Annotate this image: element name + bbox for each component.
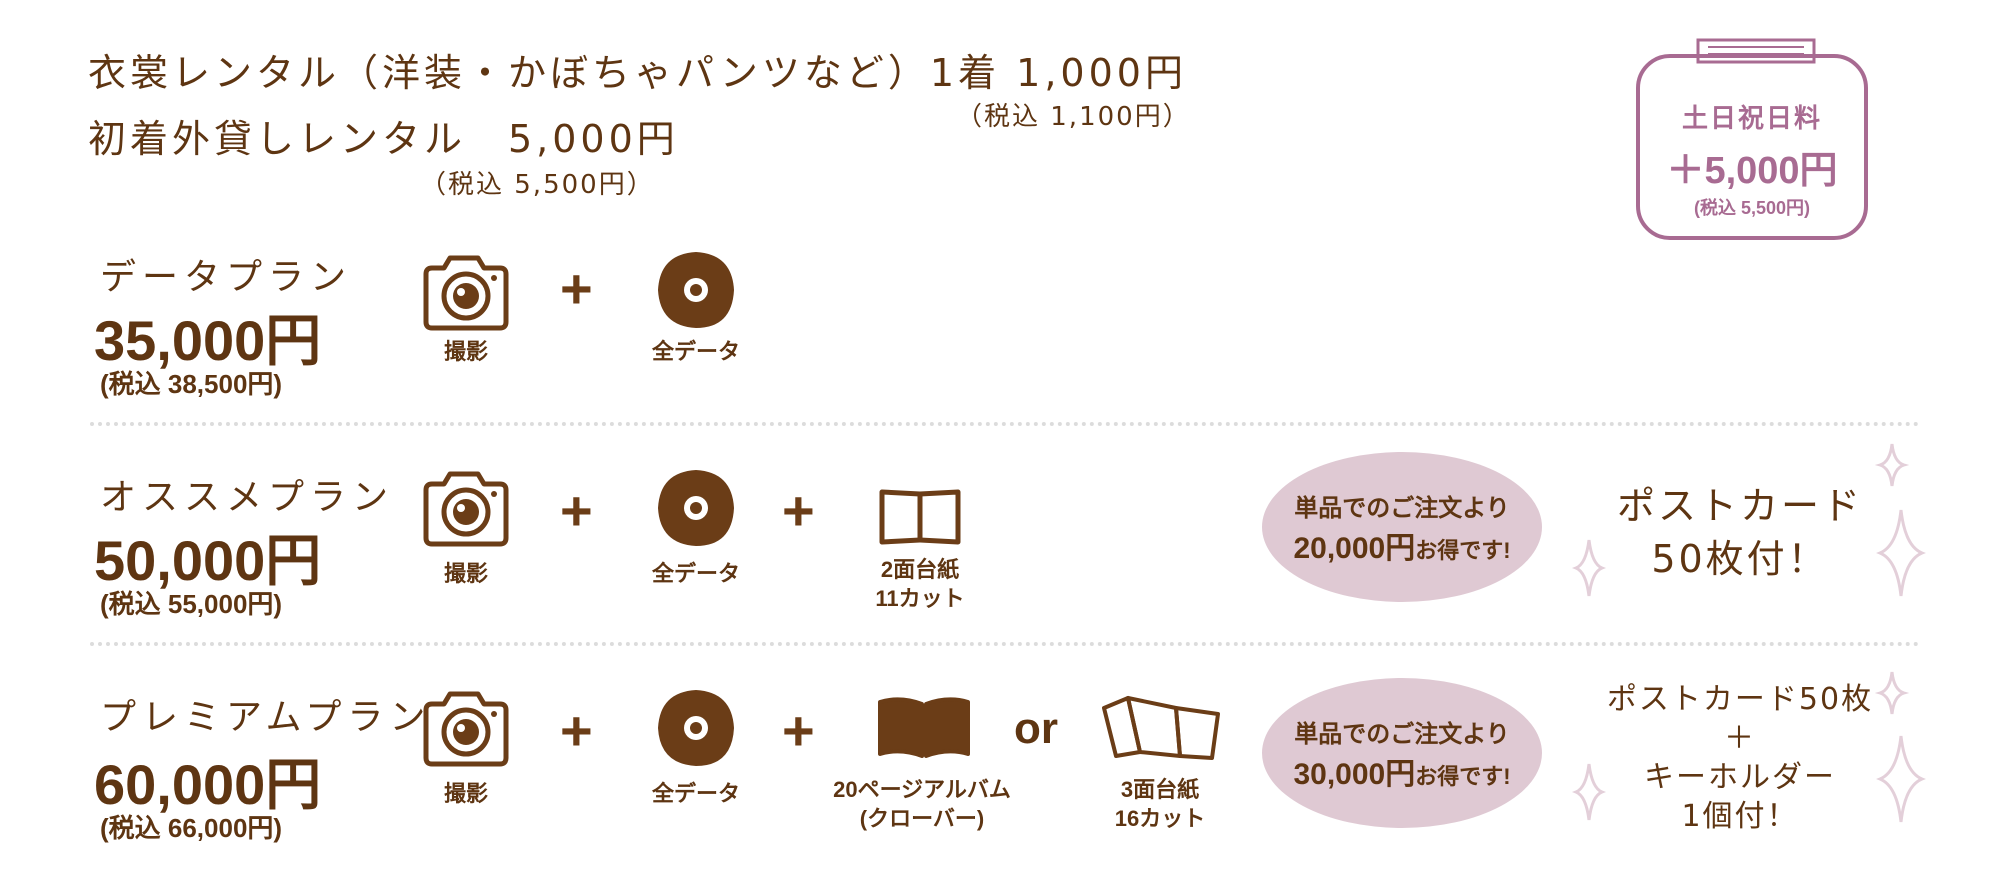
sparkle-icon (1571, 763, 1607, 821)
bonus-line-2: ＋ (1724, 721, 1756, 756)
disc-icon (658, 470, 734, 546)
sparkle-icon (1571, 539, 1607, 597)
sparkle-icon (1876, 509, 1926, 597)
or-text: or (1014, 704, 1058, 753)
item-label-data: 全データ (651, 339, 740, 364)
rental-line: 衣裳レンタル（洋装・かぼちゃパンツなど）1着 1,000円 (88, 51, 1187, 95)
plus-sign: + (560, 257, 593, 320)
first-outfit-tax: （税込 5,500円） (420, 170, 655, 200)
rental-tax: （税込 1,100円） (956, 102, 1191, 132)
plan-name-premium: プレミアムプラン (100, 697, 432, 738)
mount-line-2: 16カット (1114, 805, 1206, 831)
bonus-line-1: ポストカード50枚 (1606, 682, 1874, 717)
disc-icon (658, 252, 734, 328)
weekend-fee-card: 土日祝日料 ＋5,000円 (税込 5,500円) (1636, 36, 1876, 240)
savings-line-1: 単品でのご注文より (1294, 494, 1510, 522)
savings-line-1: 単品でのご注文より (1294, 720, 1510, 748)
plan-name-data: データプラン (100, 257, 353, 298)
mount-line-1: 3面台紙 (1120, 777, 1200, 802)
camera-icon (420, 688, 512, 770)
divider (90, 642, 1920, 646)
plan-tax-data: (税込 38,500円) (100, 369, 283, 399)
album-icon (878, 697, 970, 758)
bonus-line-4: 1個付！ (1681, 799, 1799, 834)
mount-line-2: 11カット (875, 585, 965, 611)
item-label-shoot: 撮影 (443, 561, 488, 586)
bonus-line-3: キーホルダー (1644, 760, 1836, 795)
bonus-postcard: ポストカード 50枚付！ (1590, 480, 1890, 586)
album-line-2: (クローバー) (859, 805, 985, 831)
weekend-fee-tax: (税込 5,500円) (1693, 198, 1811, 218)
plus-sign: + (782, 699, 815, 762)
bonus-postcard-keyholder: ポストカード50枚 ＋ キーホルダー 1個付！ (1580, 680, 1900, 836)
item-label-shoot: 撮影 (443, 339, 488, 364)
sparkle-icon (1874, 671, 1910, 715)
item-label-mount: 3面台紙 16カット (1090, 776, 1230, 833)
item-label-data: 全データ (651, 781, 740, 806)
camera-icon (420, 468, 512, 550)
album-line-1: 20ページアルバム (833, 777, 1011, 802)
savings-suffix: お得です! (1415, 763, 1511, 789)
item-label-mount: 2面台紙 11カット (850, 556, 990, 613)
item-label-data: 全データ (651, 561, 740, 586)
plan-tax-premium: (税込 66,000円) (100, 813, 283, 843)
bonus-line-2: 50枚付！ (1651, 537, 1829, 582)
weekend-fee-frame: 土日祝日料 ＋5,000円 (税込 5,500円) (1636, 54, 1868, 240)
savings-amount-line: 20,000円お得です! (1293, 523, 1510, 567)
divider (90, 422, 1920, 426)
bonus-line-1: ポストカード (1616, 484, 1863, 528)
weekend-fee-title: 土日祝日料 (1681, 103, 1822, 133)
savings-amount: 30,000円 (1293, 757, 1416, 791)
disc-icon (658, 690, 734, 766)
plus-sign: + (560, 479, 593, 542)
plus-sign: + (782, 479, 815, 542)
weekend-fee-price: ＋5,000円 (1666, 150, 1838, 192)
first-outfit-line: 初着外貸しレンタル 5,000円 (88, 117, 679, 161)
savings-amount-line: 30,000円お得です! (1293, 749, 1510, 793)
plan-price-data: 35,000円 (94, 309, 322, 372)
sparkle-icon (1876, 735, 1926, 823)
savings-oval: 単品でのご注文より 20,000円お得です! (1262, 452, 1542, 602)
plus-sign: + (560, 699, 593, 762)
tri-mount-icon (1102, 696, 1220, 760)
savings-amount: 20,000円 (1293, 531, 1416, 565)
mount-line-1: 2面台紙 (880, 557, 960, 582)
plan-tax-recommended: (税込 55,000円) (100, 589, 283, 619)
savings-suffix: お得です! (1415, 537, 1511, 563)
plan-name-recommended: オススメプラン (100, 477, 395, 518)
item-label-album: 20ページアルバム (クローバー) (812, 776, 1032, 833)
sparkle-icon (1874, 443, 1910, 487)
mount-icon (879, 489, 961, 545)
item-label-shoot: 撮影 (443, 781, 488, 806)
savings-oval: 単品でのご注文より 30,000円お得です! (1262, 678, 1542, 828)
plan-price-recommended: 50,000円 (94, 529, 322, 592)
plan-price-premium: 60,000円 (94, 753, 322, 816)
camera-icon (420, 252, 512, 334)
